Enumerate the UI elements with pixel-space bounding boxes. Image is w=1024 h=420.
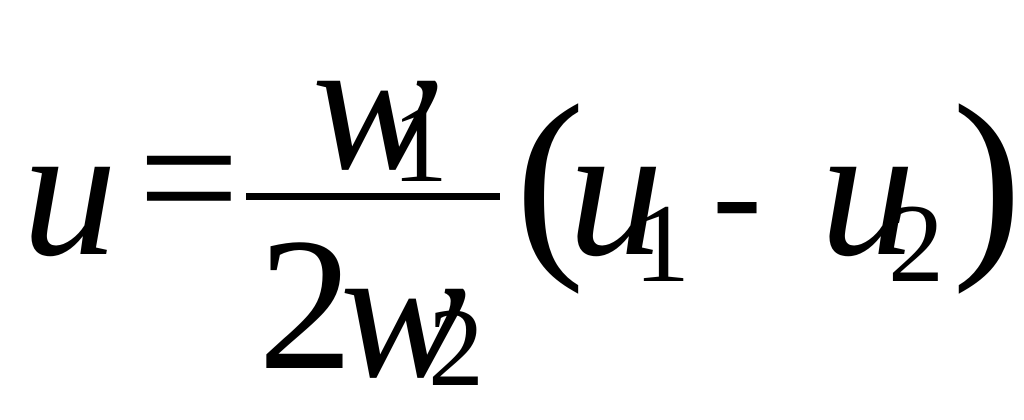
term2-subscript: 2 bbox=[888, 182, 944, 306]
term1-variable-u: u bbox=[568, 86, 663, 296]
right-parenthesis: ) bbox=[952, 63, 1022, 295]
term1-subscript: 1 bbox=[634, 182, 690, 306]
numerator-subscript: 1 bbox=[392, 82, 448, 206]
numerator-variable-w: w bbox=[312, 0, 439, 210]
term2-variable-u: u bbox=[820, 86, 915, 296]
denominator-variable-w: w bbox=[340, 208, 467, 418]
fraction-bar bbox=[246, 193, 500, 200]
left-parenthesis: ( bbox=[515, 63, 585, 295]
lhs-variable-u: u bbox=[22, 86, 117, 296]
denominator-subscript: 2 bbox=[428, 286, 484, 410]
equals-sign: = bbox=[138, 78, 240, 277]
minus-sign: - bbox=[712, 110, 762, 276]
denominator-coefficient: 2 bbox=[258, 200, 353, 410]
